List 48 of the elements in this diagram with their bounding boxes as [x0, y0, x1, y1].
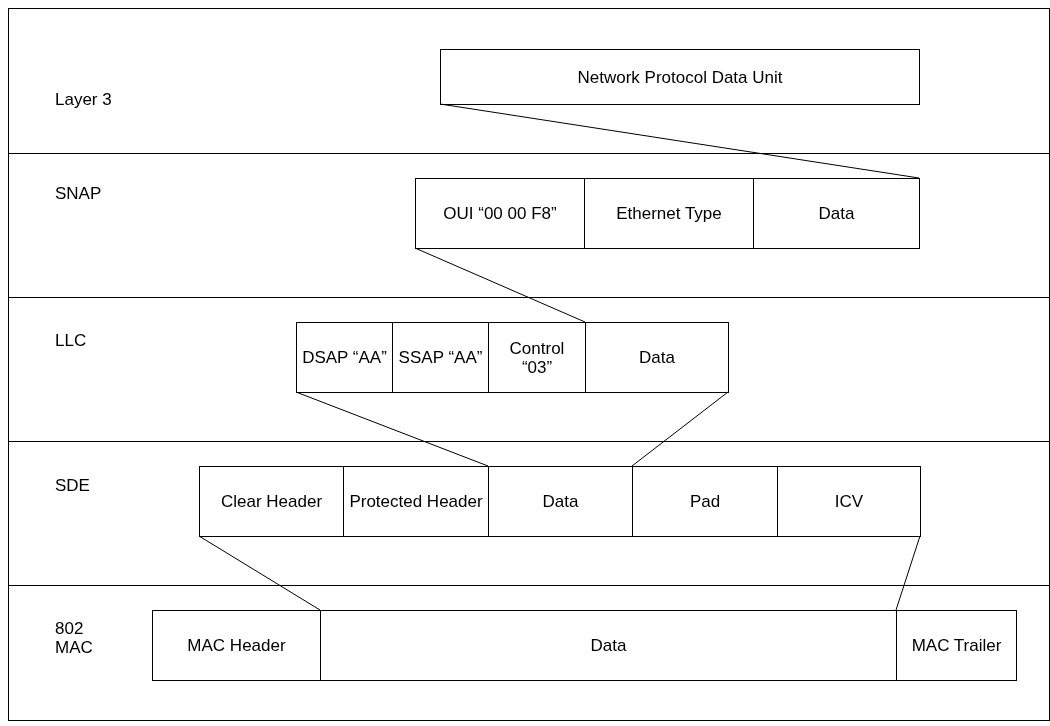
layer-label: SNAP [55, 184, 103, 203]
field-label: MAC Header [186, 636, 287, 655]
field-label: Data [541, 492, 580, 511]
layer-band [8, 585, 1050, 721]
layer-label: Layer 3 [55, 90, 113, 109]
field-label: Protected Header [348, 492, 484, 511]
header-field [199, 466, 344, 537]
connector-line [439, 103, 920, 179]
header-field [585, 322, 729, 393]
connector-line [895, 535, 921, 611]
field-label: ICV [833, 492, 865, 511]
header-field [488, 322, 586, 393]
layer-label: SDE [55, 476, 91, 495]
header-field [415, 178, 585, 249]
layer-band [8, 8, 1050, 154]
field-label: Pad [688, 492, 722, 511]
field-label: Data [638, 348, 676, 367]
header-field [777, 466, 921, 537]
header-field [753, 178, 920, 249]
field-label: Ethernet Type [615, 204, 723, 223]
header-field [440, 49, 920, 105]
field-label: DSAP “AA” [301, 348, 388, 367]
field-label: Data [589, 636, 628, 655]
header-field [584, 178, 754, 249]
header-field [343, 466, 489, 537]
header-field [296, 322, 393, 393]
header-field [152, 610, 321, 681]
header-field [896, 610, 1017, 681]
field-label: SSAP “AA” [397, 348, 484, 367]
connector-line [414, 247, 586, 323]
layer-label: LLC [55, 331, 88, 350]
field-label: Control “03” [508, 338, 566, 377]
header-field [392, 322, 489, 393]
header-field [488, 466, 633, 537]
field-label: OUI “00 00 F8” [442, 204, 558, 223]
layer-label: 802 MAC [55, 619, 94, 657]
layer-band [8, 297, 1050, 442]
connector-line [295, 391, 489, 467]
connector-line [631, 391, 729, 467]
field-label: Data [817, 204, 856, 223]
field-label: MAC Trailer [910, 636, 1003, 655]
field-label: Network Protocol Data Unit [576, 67, 784, 87]
header-field [632, 466, 778, 537]
field-label: Clear Header [219, 492, 324, 511]
connector-line [198, 535, 321, 611]
layer-band [8, 153, 1050, 298]
layer-band [8, 441, 1050, 586]
header-field [320, 610, 897, 681]
